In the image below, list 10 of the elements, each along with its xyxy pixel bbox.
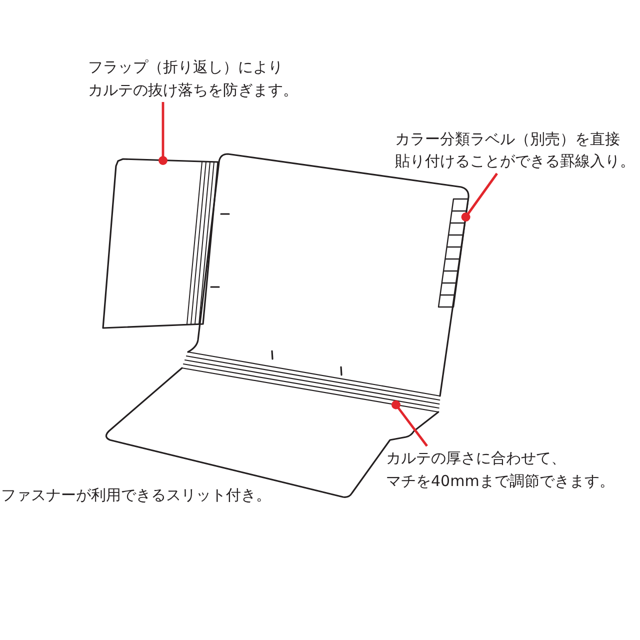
leader-line (392, 400, 428, 447)
callout-text: カルテの厚さに合わせて、マチを40mmまで調節できます。 (386, 447, 620, 492)
note-text: ファスナーが利用できるスリット付き。 (1, 485, 271, 506)
leader-line (461, 172, 498, 222)
callout-text: フラップ（折り返し）によりカルテの抜け落ちを防ぎます。 (88, 56, 302, 101)
gusset-fold-lines (181, 351, 441, 413)
folder-flap (102, 158, 219, 329)
callout-text: カラー分類ラベル（別売）を直接貼り付けることができる罫線入り。 (395, 129, 640, 172)
leader-line (158, 102, 168, 165)
label-ruled-grid (438, 198, 469, 308)
